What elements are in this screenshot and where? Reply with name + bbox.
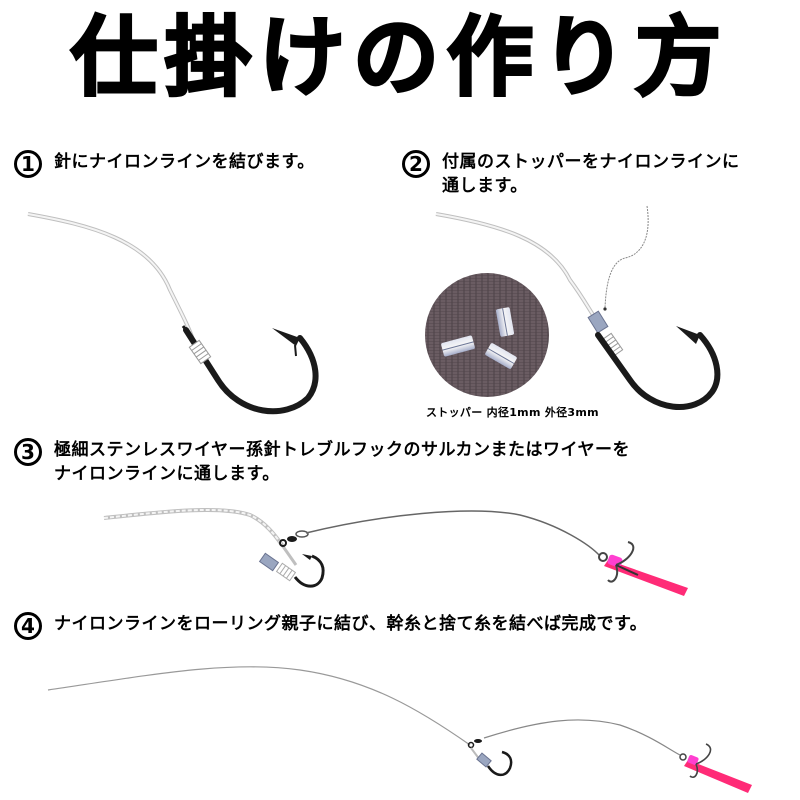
step-1: 1 針にナイロンラインを結びます。 bbox=[14, 150, 315, 178]
step-3-text-line2: ナイロンラインに通します。 bbox=[54, 464, 280, 484]
step-number-badge: 3 bbox=[14, 438, 42, 466]
stopper-on-line-icon bbox=[435, 205, 721, 410]
step-number-badge: 4 bbox=[14, 612, 42, 640]
stopper-photo bbox=[425, 273, 549, 397]
step-4: 4 ナイロンラインをローリング親子に結び、幹糸と捨て糸を結べば完成です。 bbox=[14, 612, 647, 640]
page-title: 仕掛けの作り方 bbox=[70, 7, 729, 110]
step-2: 2 付属のストッパーをナイロンラインに 通します。 bbox=[402, 150, 740, 198]
step-1-text: 針にナイロンラインを結びます。 bbox=[54, 152, 315, 172]
hook-with-line-icon bbox=[27, 212, 319, 415]
step-2-text-line1: 付属のストッパーをナイロンラインに bbox=[442, 152, 740, 172]
completed-rig-icon bbox=[47, 666, 752, 793]
step-number-badge: 1 bbox=[14, 150, 42, 178]
step-4-text: ナイロンラインをローリング親子に結び、幹糸と捨て糸を結べば完成です。 bbox=[54, 614, 648, 634]
wire-rig-icon bbox=[103, 507, 688, 596]
step-3: 3 極細ステンレスワイヤー孫針トレブルフックのサルカンまたはワイヤーを ナイロン… bbox=[14, 438, 630, 486]
stopper-caption: ストッパー 内径1mm 外径3mm bbox=[426, 406, 599, 419]
step-2-text-line2: 通します。 bbox=[442, 176, 528, 196]
step-3-text: 極細ステンレスワイヤー孫針トレブルフックのサルカンまたはワイヤーを ナイロンライ… bbox=[54, 438, 630, 486]
step-2-text: 付属のストッパーをナイロンラインに 通します。 bbox=[442, 150, 740, 198]
step-number-badge: 2 bbox=[402, 150, 430, 178]
step-3-text-line1: 極細ステンレスワイヤー孫針トレブルフックのサルカンまたはワイヤーを bbox=[54, 440, 630, 460]
